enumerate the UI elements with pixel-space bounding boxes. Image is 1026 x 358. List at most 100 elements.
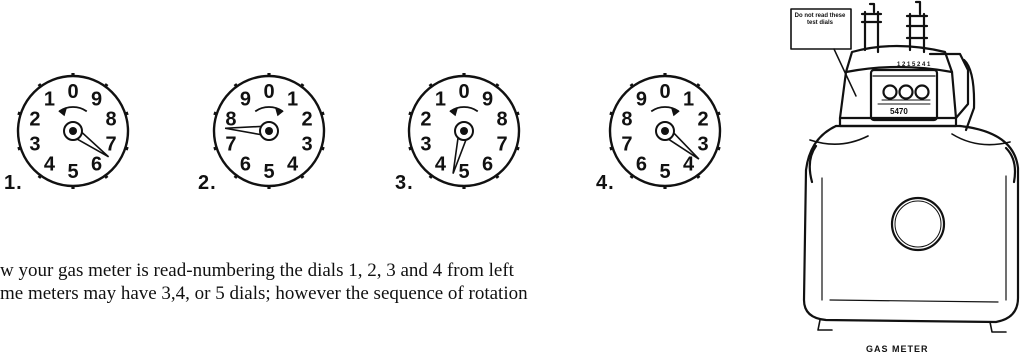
dial-3-tick xyxy=(514,146,520,151)
dial-4-tick xyxy=(609,111,615,116)
dial-2-digit: 1 xyxy=(287,89,298,111)
svg-text:1 2 1 5 2 4 1: 1 2 1 5 2 4 1 xyxy=(897,62,931,68)
dial-1-tick xyxy=(17,111,23,116)
meter-serial: 5470 xyxy=(890,107,908,116)
dial-4-tick xyxy=(715,111,721,116)
dial-3-digit: 9 xyxy=(482,89,493,111)
index-window xyxy=(869,68,939,122)
test-dial-left xyxy=(882,84,898,100)
dial-1-digit: 4 xyxy=(44,153,56,175)
dial-3-tick xyxy=(428,83,434,89)
dial-3-tick xyxy=(494,83,500,89)
dial-2-tick xyxy=(233,83,239,89)
dial-1-tick xyxy=(37,173,43,179)
dial-1-hub-center xyxy=(69,127,77,135)
inlet-pipe xyxy=(860,10,883,54)
dial-3-tick xyxy=(408,111,414,116)
dial-4-tick xyxy=(695,83,701,89)
dial-4-digit: 6 xyxy=(636,153,647,175)
dial-2-digit: 7 xyxy=(225,133,236,155)
dial-3-hub-center xyxy=(460,127,468,135)
dial-2-digit: 8 xyxy=(225,109,236,131)
dial-4-number: 4. xyxy=(596,172,615,194)
dial-2-tick xyxy=(319,111,325,116)
test-dial-mid xyxy=(898,84,914,100)
dial-1-digit: 2 xyxy=(29,109,40,131)
dial-1-tick xyxy=(103,83,109,89)
dial-1-digit: 9 xyxy=(91,89,102,111)
dial-1-tick xyxy=(37,83,43,89)
dial-3-digit: 8 xyxy=(496,109,507,131)
dial-1-digit: 6 xyxy=(91,153,102,175)
dial-4-digit: 8 xyxy=(621,109,632,131)
dial-2-digit: 4 xyxy=(287,153,299,175)
dial-1-number: 1. xyxy=(4,172,23,194)
dial-4-hub-center xyxy=(661,127,669,135)
caption-line-1: w your gas meter is read-numbering the d… xyxy=(0,260,514,281)
dial-2-arrowhead xyxy=(274,107,284,117)
gas-meter-illustration: 1 2 1 5 2 4 1 5470 xyxy=(790,0,1020,333)
caption-line-2: me meters may have 3,4, or 5 dials; howe… xyxy=(0,283,528,304)
dial-3-digit: 5 xyxy=(458,161,469,183)
dial-2-digit: 0 xyxy=(263,81,274,103)
dial-4-digit: 7 xyxy=(621,133,632,155)
dial-3-digit: 0 xyxy=(458,81,469,103)
dial-3-digit: 6 xyxy=(482,153,493,175)
dial-1-digit: 5 xyxy=(67,161,78,183)
dial-4-arrowhead xyxy=(670,107,680,117)
dial-3-digit: 2 xyxy=(420,109,431,131)
dial-3-digit: 3 xyxy=(420,133,431,155)
dial-2-digit: 6 xyxy=(240,153,251,175)
dial-1-digit: 1 xyxy=(44,89,55,111)
dial-4-digit: 1 xyxy=(683,89,694,111)
dial-2-tick xyxy=(213,146,219,151)
dial-1-tick xyxy=(123,146,129,151)
note-box xyxy=(790,8,852,50)
dial-4-tick xyxy=(609,146,615,151)
dial-2-tick xyxy=(233,173,239,179)
dial-1-digit: 8 xyxy=(105,109,116,131)
dial-1-digit: 3 xyxy=(29,133,40,155)
dial-3-tick xyxy=(428,173,434,179)
dial-2-digit: 5 xyxy=(263,161,274,183)
dial-3-tick xyxy=(494,173,500,179)
outlet-pipe xyxy=(905,12,929,54)
dial-4-digit: 3 xyxy=(697,133,708,155)
dial-3-tick xyxy=(408,146,414,151)
dial-2-hub-center xyxy=(265,127,273,135)
dial-3-arrowhead xyxy=(449,107,459,117)
meter-round-plate xyxy=(890,196,946,252)
dial-4-digit: 0 xyxy=(659,81,670,103)
meter-title: GAS METER xyxy=(866,344,929,354)
dial-2-digit: 2 xyxy=(301,109,312,131)
dial-1-digit: 7 xyxy=(105,133,116,155)
dial-3-tick xyxy=(514,111,520,116)
dial-4-digit: 4 xyxy=(683,153,695,175)
dial-4-digit: 5 xyxy=(659,161,670,183)
dial-4-tick xyxy=(629,83,635,89)
dial-2-tick xyxy=(299,173,305,179)
dial-4-digit: 2 xyxy=(697,109,708,131)
meter-lower-case xyxy=(802,124,1020,324)
dial-1-digit: 0 xyxy=(67,81,78,103)
dial-1-arrowhead xyxy=(58,107,68,117)
dial-2-digit: 9 xyxy=(240,89,251,111)
dial-2-tick xyxy=(213,111,219,116)
dial-1-tick xyxy=(123,111,129,116)
dial-4-tick xyxy=(715,146,721,151)
dial-3-digit: 1 xyxy=(435,89,446,111)
meter-top-cap xyxy=(844,44,954,74)
dial-3-number: 3. xyxy=(395,172,414,194)
dial-4-tick xyxy=(695,173,701,179)
dial-2-tick xyxy=(299,83,305,89)
